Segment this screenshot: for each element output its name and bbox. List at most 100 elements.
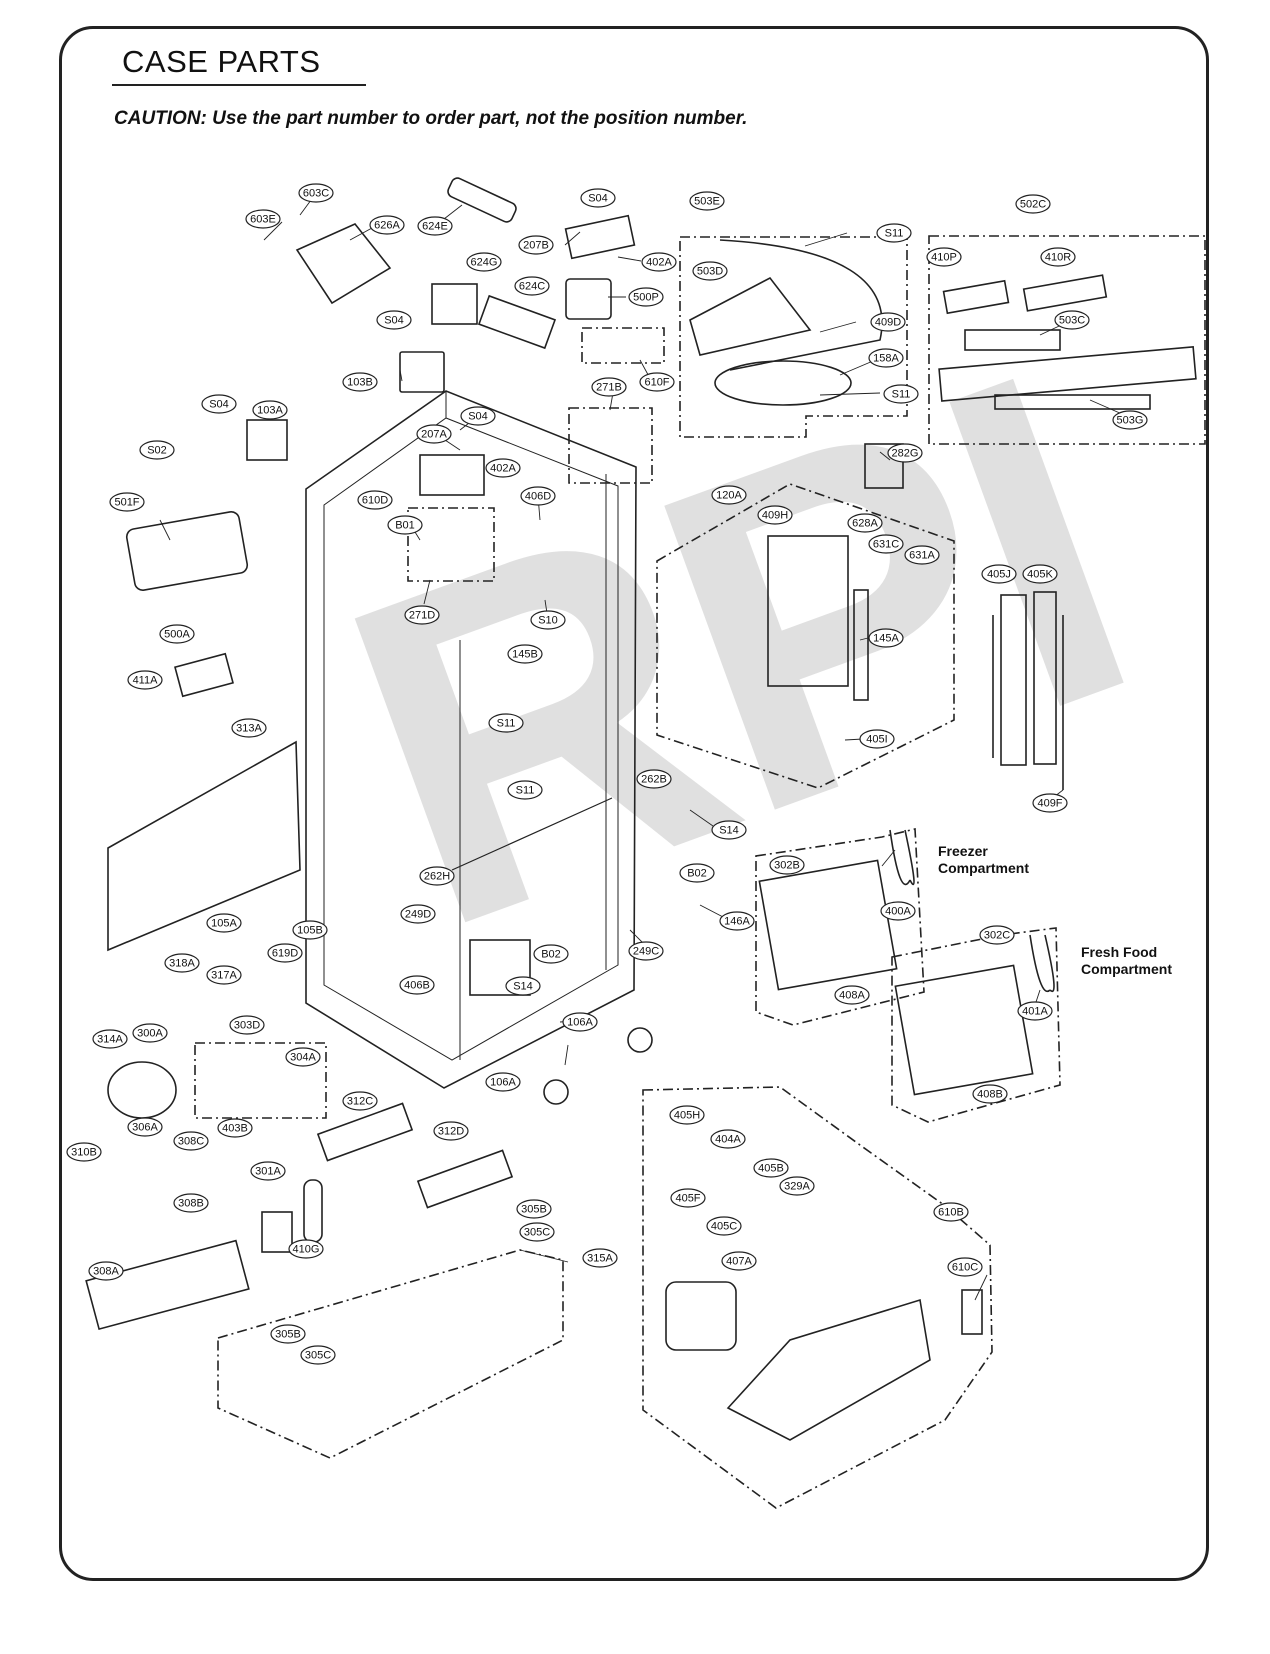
callout-label: 631C [873,539,899,551]
callout-411a: 411A [127,670,163,690]
callout-bubble [636,769,672,789]
callout-s11d: S11 [507,780,543,800]
callout-bubble [252,400,288,420]
callout-label: 408A [839,990,865,1002]
callout-bubble [376,310,412,330]
callout-label: 315A [587,1253,613,1265]
callout-bubble [880,901,916,921]
part-624E [447,177,517,223]
callout-label: S11 [516,785,535,797]
callout-407a: 407A [721,1251,757,1271]
part-503D [689,276,812,356]
callout-249c: 249C [628,941,664,961]
callout-label: 624G [471,257,498,269]
callout-301a: 301A [250,1161,286,1181]
callout-label: 631A [909,550,935,562]
callout-label: 329A [784,1181,810,1193]
callout-bubble [139,440,175,460]
callout-label: 610C [952,1262,978,1274]
freezer-note-line-2: Compartment [938,860,1030,876]
callout-bubble [173,1193,209,1213]
callout-label: 305C [305,1350,331,1362]
callout-bubble [507,780,543,800]
callout-label: 405H [674,1110,700,1122]
callout-label: 282G [892,448,919,460]
part-410R [1022,274,1108,312]
part-624G [431,283,478,325]
callout-label: 500P [633,292,659,304]
callout-label: 262B [641,774,667,786]
callout-s04a: S04 [580,188,616,208]
callout-402a2: 402A [485,458,521,478]
callout-b02b: B02 [533,944,569,964]
callout-label: 105A [211,918,237,930]
part-408A [758,859,898,991]
callout-624g: 624G [466,252,502,272]
callout-label: 619D [272,948,298,960]
callout-label: 304A [290,1052,316,1064]
callout-label: 302B [774,860,800,872]
callout-label: 405C [711,1221,737,1233]
callout-label: 405J [987,569,1011,581]
part-301A [261,1211,293,1253]
callout-label: S02 [147,445,167,457]
callout-label: 207B [523,240,549,252]
freezer-compartment-note: Freezer Compartment [938,843,1029,877]
callout-bubble [231,718,267,738]
callout-145b: 145B [507,644,543,664]
callout-bubble [369,215,405,235]
callout-label: 308B [178,1198,204,1210]
callout-406b: 406B [399,975,435,995]
callout-label: 105B [297,925,323,937]
callout-503d: 503D [692,261,728,281]
callout-label: 409D [875,317,901,329]
callout-308a: 308A [88,1261,124,1281]
callout-label: 502C [1020,199,1046,211]
callout-271b: 271B [591,377,627,397]
callout-label: 500A [164,629,190,641]
callout-501f: 501F [109,492,145,512]
callout-label: 305B [275,1329,301,1341]
callout-label: 318A [169,958,195,970]
cabinet-edge [445,391,607,970]
group-502C [928,235,1206,445]
callout-103b: 103B [342,372,378,392]
callout-bubble [342,372,378,392]
callout-105a: 105A [206,913,242,933]
callout-403b: 403B [217,1118,253,1138]
callout-bubble [868,348,904,368]
callout-306a: 306A [127,1117,163,1137]
callout-300a: 300A [132,1023,168,1043]
callout-label: 405K [1027,569,1053,581]
leader-lines [159,195,1123,1301]
callout-405j: 405J [981,564,1017,584]
callout-label: S04 [468,411,488,423]
callout-label: 302C [984,930,1010,942]
part-626A [295,223,392,305]
callout-label: 409H [762,510,788,522]
fresh-food-note-line-1: Fresh Food [1081,944,1158,960]
callout-bubble [342,1091,378,1111]
page-title: CASE PARTS [122,44,321,79]
callout-label: 207A [421,429,447,441]
callout-label: 411A [133,675,159,687]
callout-bubble [298,183,334,203]
callout-631c: 631C [868,534,904,554]
callout-label: 624E [422,221,448,233]
cabinet-divider [451,797,613,871]
callout-bubble [433,1121,469,1141]
callout-631a: 631A [904,545,940,565]
part-308A [85,1239,250,1331]
callout-label: S04 [384,315,404,327]
callout-label: 106A [490,1077,516,1089]
callout-label: 410G [293,1244,320,1256]
callout-603c: 603C [298,183,334,203]
part-503C [964,329,1061,351]
callout-262h: 262H [419,866,455,886]
group-302B [755,827,925,1026]
callout-bubble [127,670,163,690]
callout-label: 262H [424,871,450,883]
page-frame [59,26,1209,1581]
callout-label: 603C [303,188,329,200]
callout-label: 624C [519,281,545,293]
